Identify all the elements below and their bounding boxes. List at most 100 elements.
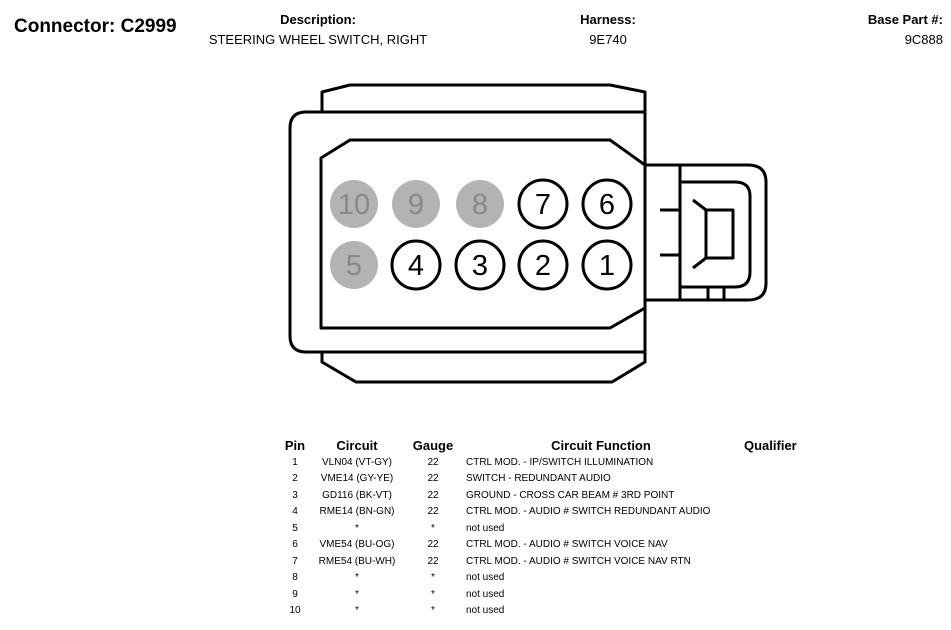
table-row: 4 RME14 (BN-GN) 22 CTRL MOD. - AUDIO # SWIT… (280, 504, 818, 521)
table-row: 10 * * not used (280, 603, 818, 620)
cell-circuit: * (355, 605, 359, 617)
description-block: Description: STEERING WHEEL SWITCH, RIGH… (198, 10, 438, 50)
pin-5-circle (330, 241, 378, 289)
pin-10-circle (330, 180, 378, 228)
pin-label: 7 (535, 189, 551, 221)
connector-diagram: 10 9 8 7 6 5 4 3 2 1 (288, 83, 768, 384)
cell-qualifier (740, 570, 818, 587)
cell-pin: 6 (292, 539, 298, 551)
cell-qualifier (740, 487, 818, 504)
cell-gauge: 22 (427, 456, 439, 468)
table-row: 9 * * not used (280, 586, 818, 603)
table-row: 7 RME54 (BU-WH) 22 CTRL MOD. - AUDIO # SWIT… (280, 553, 818, 570)
cell-pin: 2 (292, 473, 298, 485)
pinout-table: Pin Circuit Gauge Circuit Function Quali… (280, 436, 818, 619)
cell-gauge: 22 (427, 506, 439, 518)
harness-label: Harness: (580, 12, 636, 27)
cell-qualifier (740, 520, 818, 537)
cell-circuit: VME14 (GY-YE) (320, 473, 394, 485)
cell-function: CTRL MOD. - AUDIO # SWITCH REDUNDANT AUD… (466, 506, 711, 518)
cell-circuit: * (355, 522, 359, 534)
cell-pin: 3 (292, 489, 298, 501)
pin-3-circle (454, 239, 506, 291)
base-part-label: Base Part #: (867, 12, 943, 27)
pin-label: 6 (599, 189, 615, 221)
pin-label: 1 (599, 250, 615, 282)
header-gauge: Gauge (412, 437, 454, 453)
cell-gauge: 22 (427, 489, 439, 501)
cell-pin: 4 (292, 506, 298, 518)
pin-8-circle (456, 180, 504, 228)
pin-9-circle (392, 180, 440, 228)
pin-label: 2 (535, 250, 551, 282)
cell-qualifier (740, 471, 818, 488)
pin-1-circle (581, 239, 633, 291)
header-qualifier: Qualifier (744, 437, 797, 453)
cell-gauge: * (431, 588, 435, 600)
cell-function: not used (466, 588, 505, 600)
harness-block: Harness: 9E740 (558, 10, 658, 50)
cell-pin: 7 (292, 555, 298, 567)
cell-gauge: 22 (427, 539, 439, 551)
cell-pin: 5 (292, 522, 298, 534)
cell-circuit: RME14 (BN-GN) (319, 506, 395, 518)
pin-4-circle (390, 239, 442, 291)
cell-function: not used (466, 572, 505, 584)
description-label: Description: (280, 12, 356, 27)
table-row: 6 VME54 (BU-OG) 22 CTRL MOD. - AUDIO # SWIT… (280, 537, 818, 554)
cell-qualifier (740, 553, 818, 570)
cell-circuit: VME54 (BU-OG) (319, 539, 395, 551)
base-part-value: 9C888 (904, 32, 943, 47)
cell-circuit: * (355, 588, 359, 600)
cell-circuit: VLN04 (VT-GY) (321, 456, 393, 468)
cell-pin: 10 (289, 605, 301, 617)
pins-bottom-row: 5 4 3 2 1 (330, 239, 633, 291)
pin-label: 9 (408, 189, 424, 221)
cell-function: not used (466, 605, 505, 617)
cell-function: not used (466, 522, 505, 534)
pins-top-row: 10 9 8 7 6 (330, 178, 633, 230)
connector-title: Connector: C2999 (14, 16, 177, 37)
table-row: 1 VLN04 (VT-GY) 22 CTRL MOD. - IP/SWITCH IL… (280, 454, 818, 471)
cell-pin: 9 (292, 588, 298, 600)
pin-label: 5 (346, 250, 362, 282)
pin-6-circle (581, 178, 633, 230)
pin-label: 10 (338, 189, 370, 221)
cell-pin: 8 (292, 572, 298, 584)
pin-label: 8 (472, 189, 488, 221)
cell-gauge: * (431, 605, 435, 617)
header-pin: Pin (284, 437, 306, 453)
pin-label: 4 (408, 250, 424, 282)
cell-function: CTRL MOD. - IP/SWITCH ILLUMINATION (466, 456, 654, 468)
table-row: 2 VME14 (GY-YE) 22 SWITCH - REDUNDANT AUDIO (280, 471, 818, 488)
harness-value: 9E740 (589, 32, 627, 47)
cell-function: CTRL MOD. - AUDIO # SWITCH VOICE NAV RTN (466, 555, 691, 567)
pin-2-circle (517, 239, 569, 291)
table-row: 5**not used (280, 520, 818, 537)
cell-qualifier (740, 537, 818, 554)
cell-qualifier (740, 454, 818, 471)
description-value: STEERING WHEEL SWITCH, RIGHT (208, 32, 428, 47)
cell-function: CTRL MOD. - AUDIO # SWITCH VOICE NAV (466, 539, 668, 551)
base-part-block: Base Part #: 9C888 (843, 10, 943, 50)
cell-circuit: GD116 (BK-VT) (322, 489, 392, 501)
pinout-header-row: Pin Circuit Gauge Circuit Function Quali… (280, 436, 818, 454)
cell-function: GROUND - CROSS CAR BEAM # 3RD POINT (466, 489, 675, 501)
pin-label: 3 (472, 250, 488, 282)
table-row: 8 * * not used (280, 570, 818, 587)
cell-gauge: 22 (427, 473, 439, 485)
cell-function: SWITCH - REDUNDANT AUDIO (466, 473, 611, 485)
connector-body (288, 83, 768, 384)
cell-gauge: 22 (427, 555, 439, 567)
header-circuit: Circuit (336, 437, 378, 453)
cell-qualifier (740, 504, 818, 521)
cell-qualifier (740, 586, 818, 603)
header-circuit-function: Circuit Function (551, 437, 651, 453)
pin-7-circle (517, 178, 569, 230)
cell-circuit: RME54 (BU-WH) (318, 555, 396, 567)
cell-circuit: * (355, 572, 359, 584)
pinout-rows: 1 VLN04 (VT-GY) 22 CTRL MOD. - IP/SWITCH IL… (280, 454, 818, 619)
table-row: 3 GD116 (BK-VT) 22 GROUND - CROSS CAR BEAM … (280, 487, 818, 504)
cell-gauge: * (431, 572, 435, 584)
cell-pin: 1 (292, 456, 298, 468)
